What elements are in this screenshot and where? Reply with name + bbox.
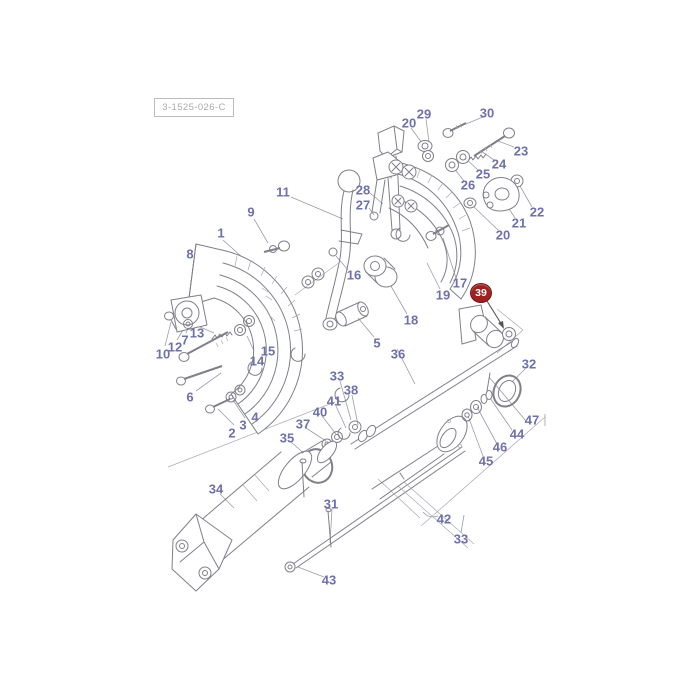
part-callout-19: 19 [435, 287, 451, 303]
roller-18 [363, 255, 398, 288]
part-callout-16: 16 [346, 267, 362, 283]
part-callout-28: 28 [355, 182, 371, 198]
part-callout-35: 35 [279, 430, 295, 446]
part-callout-14: 14 [249, 353, 265, 369]
part-callout-30: 30 [479, 105, 495, 121]
top-right-hardware [417, 122, 524, 212]
part-callout-17: 17 [452, 275, 468, 291]
part-callout-43: 43 [321, 572, 337, 588]
plate-hatching [234, 255, 303, 332]
part-callout-25: 25 [475, 166, 491, 182]
part-callout-47: 47 [524, 412, 540, 428]
part-callout-6: 6 [186, 389, 194, 405]
part-callout-13: 13 [189, 325, 205, 341]
part-callout-33: 33 [329, 368, 345, 384]
left-quadrant-plate [187, 243, 303, 435]
part-callout-1: 1 [217, 225, 225, 241]
rod-43 [284, 446, 475, 573]
part-callout-42: 42 [436, 511, 452, 527]
part-callout-24: 24 [491, 156, 507, 172]
part-callout-41: 41 [326, 393, 342, 409]
part-callout-2: 2 [228, 425, 236, 441]
ram-cylinder-34 [171, 440, 338, 592]
part-callout-4: 4 [251, 409, 259, 425]
upper-lever [377, 125, 405, 240]
highlighted-nut-39 [502, 327, 516, 341]
part-callout-10: 10 [155, 346, 171, 362]
part-callout-38: 38 [343, 382, 359, 398]
part-39-assembly [458, 300, 524, 354]
control-lever [322, 169, 363, 331]
hub-assembly [164, 294, 350, 414]
bushings [321, 420, 362, 450]
part-callout-9: 9 [247, 204, 255, 220]
bolt-17 [395, 224, 450, 242]
seal-ring-32 [492, 374, 522, 408]
bolt-9 [263, 240, 290, 253]
part-callout-15: 15 [260, 343, 276, 359]
part-callout-3: 3 [239, 417, 247, 433]
drawing-reference-label: 3-1525-026-C [154, 98, 234, 117]
part-callout-40: 40 [312, 404, 328, 420]
part-callout-21: 21 [511, 215, 527, 231]
part-callout-39-highlighted: 39 [470, 283, 492, 303]
part-callout-31: 31 [323, 496, 339, 512]
clevis-bracket [171, 513, 233, 592]
part-callout-23: 23 [513, 143, 529, 159]
part-callout-44: 44 [509, 426, 525, 442]
part-callout-22: 22 [529, 204, 545, 220]
part-callout-36: 36 [390, 346, 406, 362]
part-callout-45: 45 [478, 453, 494, 469]
part-callout-8: 8 [186, 246, 194, 262]
part-callout-46: 46 [492, 439, 508, 455]
rod-36 [350, 337, 520, 450]
arrowhead [498, 321, 504, 329]
part-callout-11: 11 [276, 184, 290, 200]
part-callout-12: 12 [167, 339, 183, 355]
part-callout-18: 18 [403, 312, 419, 328]
part-callout-27: 27 [355, 197, 371, 213]
flange [436, 415, 468, 453]
part-callout-7: 7 [181, 332, 189, 348]
part-callout-29: 29 [416, 106, 432, 122]
right-quadrant-plate [369, 151, 476, 300]
part-callout-33: 33 [453, 531, 469, 547]
cross-shaft-assembly [371, 372, 522, 500]
part-callout-20: 20 [401, 115, 417, 131]
spacer-5 [335, 301, 369, 327]
pivot-washers [294, 247, 341, 296]
part-callout-5: 5 [373, 335, 381, 351]
part-callout-34: 34 [208, 481, 224, 497]
screw-heads [388, 159, 418, 213]
part-callout-37: 37 [295, 416, 311, 432]
part-callout-32: 32 [521, 356, 537, 372]
part-callout-26: 26 [460, 177, 476, 193]
part-callout-20: 20 [495, 227, 511, 243]
